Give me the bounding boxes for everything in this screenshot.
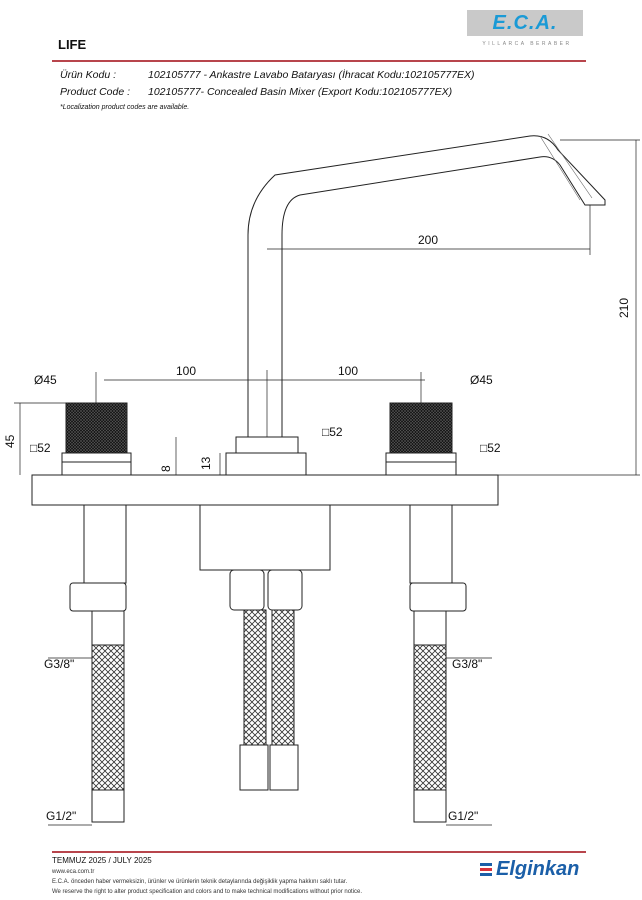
eca-logo: E.C.A. bbox=[467, 10, 583, 36]
urun-kodu-row: Ürün Kodu : 102105777 - Ankastre Lavabo B… bbox=[60, 69, 475, 81]
dim-right-diameter: Ø45 bbox=[470, 373, 493, 387]
dim-left-square: □52 bbox=[30, 441, 51, 455]
dim-handle-height: 45 bbox=[3, 434, 17, 448]
eca-logo-text: E.C.A. bbox=[492, 11, 558, 34]
urun-kodu-label: Ürün Kodu : bbox=[60, 69, 117, 81]
footer-website[interactable]: www.eca.com.tr bbox=[52, 869, 95, 875]
dim-right-square: □52 bbox=[480, 441, 501, 455]
dim-left-inlet: G3/8" bbox=[44, 657, 74, 671]
localization-note: *Localization product codes are availabl… bbox=[60, 104, 190, 111]
elginkan-logo-text: Elginkan bbox=[496, 858, 580, 880]
elginkan-logo-bars bbox=[480, 863, 492, 876]
footer-date: TEMMUZ 2025 / JULY 2025 bbox=[52, 856, 152, 865]
right-handle bbox=[389, 402, 453, 454]
dim-left-diameter: Ø45 bbox=[34, 373, 57, 387]
dim-right-spacing: 100 bbox=[338, 364, 358, 378]
dim-right-inlet: G3/8" bbox=[452, 657, 482, 671]
product-code-value: 102105777- Concealed Basin Mixer (Export… bbox=[148, 86, 453, 98]
footer-divider bbox=[52, 851, 586, 853]
urun-kodu-value: 102105777 - Ankastre Lavabo Bataryası (İ… bbox=[148, 69, 475, 81]
dim-left-spacing: 100 bbox=[176, 364, 196, 378]
header-divider bbox=[52, 60, 586, 62]
footer-disclaimer-tr: E.C.A. önceden haber vermeksizin, ürünle… bbox=[52, 879, 348, 885]
dim-center-square: □52 bbox=[322, 425, 343, 439]
brand-tagline: YILLARCA BERABER bbox=[482, 41, 572, 47]
product-code-label: Product Code : bbox=[60, 86, 131, 98]
left-handle bbox=[65, 402, 128, 454]
dim-spout-base: 13 bbox=[199, 456, 213, 470]
dim-flange: 8 bbox=[159, 465, 173, 472]
dim-spout-reach: 200 bbox=[418, 233, 438, 247]
elginkan-logo: Elginkan bbox=[480, 858, 579, 881]
dim-total-height: 210 bbox=[617, 298, 631, 318]
deck-plate bbox=[31, 474, 499, 506]
spout-base bbox=[225, 452, 307, 476]
product-code-row: Product Code : 102105777- Concealed Basin… bbox=[60, 86, 452, 98]
spout bbox=[247, 135, 606, 437]
dim-right-outlet: G1/2" bbox=[448, 809, 478, 823]
product-line-title: LIFE bbox=[58, 37, 87, 52]
dim-left-outlet: G1/2" bbox=[46, 809, 76, 823]
footer-disclaimer-en: We reserve the right to alter product sp… bbox=[52, 889, 363, 895]
